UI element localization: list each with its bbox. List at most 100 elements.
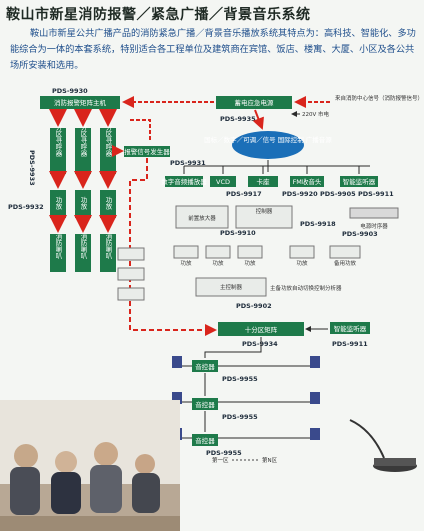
- fire-speaker-label-2: 消防喇叭: [79, 232, 87, 260]
- amp-label-2: 功放: [79, 196, 87, 211]
- controller-note: 主备功放自动切换控制分析器: [270, 284, 342, 292]
- amp-module-row: [117, 245, 361, 301]
- fire-amp-1: [117, 247, 145, 261]
- center-box-label: 国标／数字／可调／信号 国际控制 广播音源: [204, 135, 332, 144]
- storage-power-label: 蓄电应急电源: [235, 98, 275, 107]
- amp-module-4: [289, 245, 315, 259]
- storage-power-box: [216, 96, 292, 109]
- fm-label: FM收音头: [293, 177, 322, 186]
- amp-module-label-2: 功放: [212, 259, 224, 267]
- zone-caller-label-1: 分区寻呼器: [54, 122, 62, 157]
- code-9902: PDS-9902: [236, 302, 272, 310]
- intro-paragraph: 鞍山市新星公共广播产品的消防紧急广播／背景音乐播放系统其特点为：高科技、智能化、…: [10, 28, 416, 71]
- code-9933: PDS-9933: [28, 150, 36, 186]
- fire-speaker-label-3: 消防喇叭: [104, 232, 112, 260]
- zone-amp-label-1: 音控器: [195, 362, 215, 371]
- amp-label-3: 功放: [104, 196, 112, 211]
- code-9931: PDS-9931: [170, 159, 206, 167]
- smart-monitor-box: [330, 322, 370, 334]
- code-9955-2: PDS-9955: [222, 413, 258, 421]
- ten-zone-matrix-label: 十分区矩阵: [245, 325, 278, 334]
- zone-amp-label-2: 音控器: [195, 400, 215, 409]
- amp-box-2: [75, 190, 91, 218]
- smart-monitor-label: 智能监听器: [334, 324, 367, 333]
- fire-speaker-2: [75, 234, 91, 272]
- tape-box: [248, 176, 278, 187]
- meeting-photo: [0, 400, 180, 531]
- microphone-icon: [349, 419, 417, 472]
- code-9917: PDS-9917: [226, 190, 262, 198]
- amp-module-1: [173, 245, 199, 259]
- amp-module-label-1: 功放: [180, 259, 192, 267]
- digital-player-label: 数字音频播放器: [161, 177, 207, 186]
- zone-last-label: 第N区: [262, 456, 278, 464]
- speaker-r-3: [310, 428, 320, 440]
- code-9911b: PDS-9911: [332, 340, 368, 348]
- zone-amp-box-2: [192, 398, 218, 410]
- zone-first-label: 第一区: [212, 456, 229, 464]
- page-title: 鞍山市新星消防报警／紧急广播／背景音乐系统: [6, 7, 311, 23]
- main-controller-label: 主控制器: [220, 283, 243, 291]
- center-box: [232, 131, 304, 159]
- zone-caller-label-3: 分区寻呼器: [104, 122, 112, 157]
- fire-speaker-1: [50, 234, 66, 272]
- fire-matrix-label: 消防报警矩阵主机: [54, 98, 107, 107]
- alarm-generator-label: 报警信号发生器: [124, 147, 170, 156]
- fire-speaker-label-1: 消防喇叭: [54, 232, 62, 260]
- ten-zone-matrix-box: [218, 322, 304, 336]
- vcd-label: VCD: [216, 178, 230, 186]
- speaker-r-2: [310, 392, 320, 404]
- amp-module-label-3: 功放: [244, 259, 256, 267]
- speaker-l-2: [172, 392, 182, 404]
- code-9930: PDS-9930: [52, 87, 88, 95]
- zone-caller-1: [50, 128, 66, 174]
- fire-amp-3: [117, 287, 145, 301]
- mixer-box: [175, 205, 229, 229]
- code-9934: PDS-9934: [242, 340, 278, 348]
- amp-module-label-4: 功放: [296, 259, 308, 267]
- input-signal-note: 来自消防中心信号（消防报警信号）: [335, 94, 423, 102]
- fire-matrix-box: [40, 96, 120, 109]
- code-9935: PDS-9935: [220, 115, 256, 123]
- code-9905: PDS-9905: [320, 190, 356, 198]
- smart-monitor-top-box: [340, 176, 378, 187]
- main-controller-box: [195, 277, 267, 297]
- code-9920: PDS-9920: [282, 190, 318, 198]
- fire-speaker-3: [100, 234, 116, 272]
- page-station-label: 电源时序器: [360, 222, 388, 230]
- digital-player-box: [165, 176, 203, 187]
- zone-caller-label-2: 分区寻呼器: [79, 122, 87, 157]
- code-9955-1: PDS-9955: [222, 375, 258, 383]
- mixer-label: 前置放大器: [188, 214, 216, 222]
- zone-amp-label-3: 音控器: [195, 436, 215, 445]
- smart-monitor-top-label: 智能监听器: [343, 177, 376, 186]
- code-9903: PDS-9903: [342, 230, 378, 238]
- zone-amp-box-1: [192, 360, 218, 372]
- control-box: [235, 205, 293, 229]
- speaker-l-1: [172, 356, 182, 368]
- tape-label: 卡座: [257, 177, 271, 186]
- code-9910: PDS-9910: [220, 229, 256, 237]
- code-9911: PDS-9911: [358, 190, 394, 198]
- code-9955-3: PDS-9955: [206, 449, 242, 457]
- amp-module-3: [237, 245, 263, 259]
- amp-module-2: [205, 245, 231, 259]
- code-9932: PDS-9932: [8, 203, 44, 211]
- backup-amp-label: 备用功放: [334, 259, 357, 267]
- zone-caller-2: [75, 128, 91, 174]
- speaker-r-1: [310, 356, 320, 368]
- amp-box-3: [100, 190, 116, 218]
- page-station-box: [349, 207, 399, 219]
- fm-box: [290, 176, 324, 187]
- code-9918: PDS-9918: [300, 220, 336, 228]
- amp-label-1: 功放: [54, 196, 62, 211]
- zone-caller-3: [100, 128, 116, 174]
- zone-amp-box-3: [192, 434, 218, 446]
- alarm-generator-box: [124, 146, 170, 157]
- fire-amp-2: [117, 267, 145, 281]
- ac-power-note: 220V 市电: [302, 110, 330, 118]
- amp-box-1: [50, 190, 66, 218]
- control-label: 控制器: [256, 207, 273, 215]
